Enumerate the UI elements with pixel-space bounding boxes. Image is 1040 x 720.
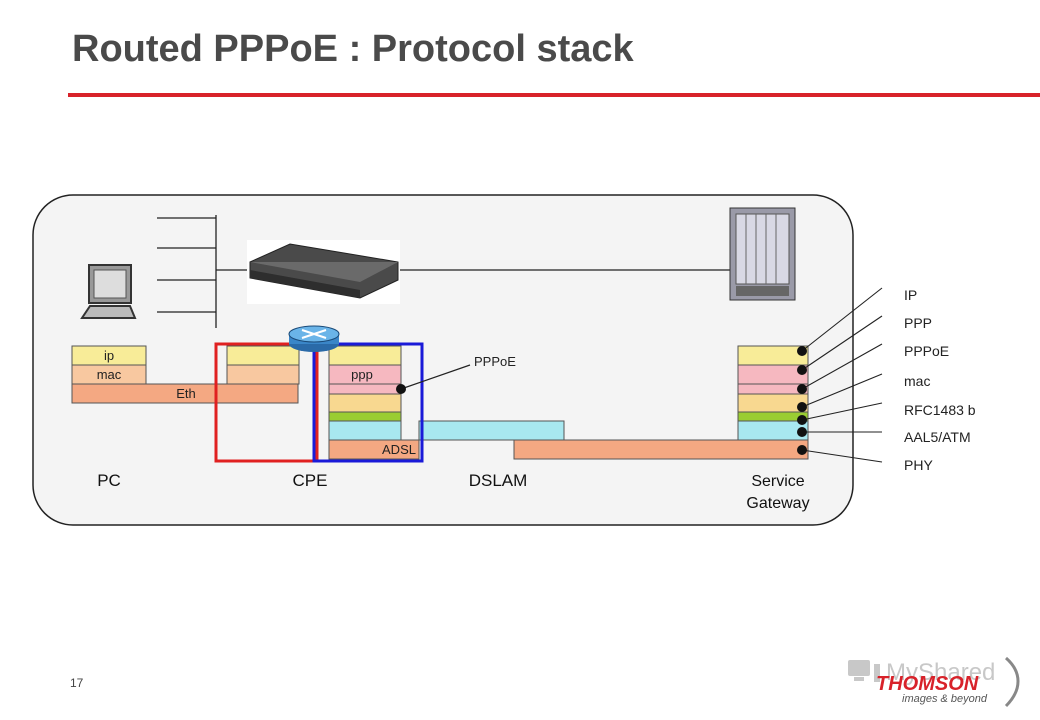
brand-tagline: images & beyond	[902, 693, 988, 705]
legend-rfc1483: RFC1483 b	[904, 402, 976, 418]
node-label-cpe: CPE	[293, 471, 328, 490]
cpe-adsl-layer	[328, 439, 420, 460]
node-label-dslam: DSLAM	[469, 471, 528, 490]
legend-ip: IP	[904, 287, 917, 303]
pc-ip-label: ip	[104, 348, 114, 363]
brand-name: THOMSON	[876, 673, 979, 695]
pppoe-callout-line	[400, 364, 471, 390]
node-label-sg-line1: Service	[751, 473, 804, 490]
title-rule	[68, 93, 1040, 97]
dslam-atm-layer	[418, 420, 565, 441]
cpe-adsl-label: ADSL	[382, 442, 416, 457]
node-label-pc: PC	[97, 471, 121, 490]
gateway-rack-image	[729, 207, 796, 301]
cpe-pppoe-layer	[328, 383, 402, 395]
sg-rfc1483-layer	[737, 393, 809, 413]
pc-mac-label: mac	[97, 367, 122, 382]
legend-aal5-atm: AAL5/ATM	[904, 429, 971, 445]
router-icon	[288, 325, 340, 352]
cpe-modem-image	[247, 240, 400, 304]
page-number: 17	[70, 676, 84, 690]
pc-eth-label: Eth	[176, 386, 196, 401]
thomson-logo: MyShared THOMSON images & beyond	[848, 656, 1020, 708]
slide-title: Routed PPPoE : Protocol stack	[72, 28, 634, 70]
computer-icon	[80, 264, 137, 319]
cpe-ppp-label: ppp	[351, 367, 373, 382]
legend-phy: PHY	[904, 457, 933, 473]
routing-red-box	[214, 342, 319, 463]
cpe-rfc1483-layer	[328, 393, 402, 413]
cpe-ip-layer	[226, 345, 300, 366]
pppoe-blue-box	[312, 342, 424, 463]
cpe-aal5-layer	[328, 411, 402, 422]
legend-pppoe: PPPoE	[904, 343, 949, 359]
dslam-phy-layer	[513, 439, 809, 460]
cpe-ip-wan-layer	[328, 345, 402, 366]
legend-leaders	[801, 287, 883, 463]
lan-bus	[157, 215, 248, 328]
legend-dots	[797, 346, 807, 455]
legend-ppp: PPP	[904, 315, 932, 331]
pppoe-callout-dot	[396, 384, 406, 394]
legend-mac: mac	[904, 373, 930, 389]
watermark-icon	[848, 660, 880, 682]
pppoe-callout-label: PPPoE	[474, 354, 516, 369]
cpe-atm-layer	[328, 420, 402, 441]
watermark-text: MyShared	[886, 659, 995, 686]
sg-atm-layer	[737, 420, 809, 441]
swoosh-icon	[1004, 656, 1020, 708]
node-label-sg-line2: Gateway	[746, 495, 809, 512]
pc-eth-layer	[71, 383, 299, 404]
cpe-mac-layer	[226, 364, 300, 385]
